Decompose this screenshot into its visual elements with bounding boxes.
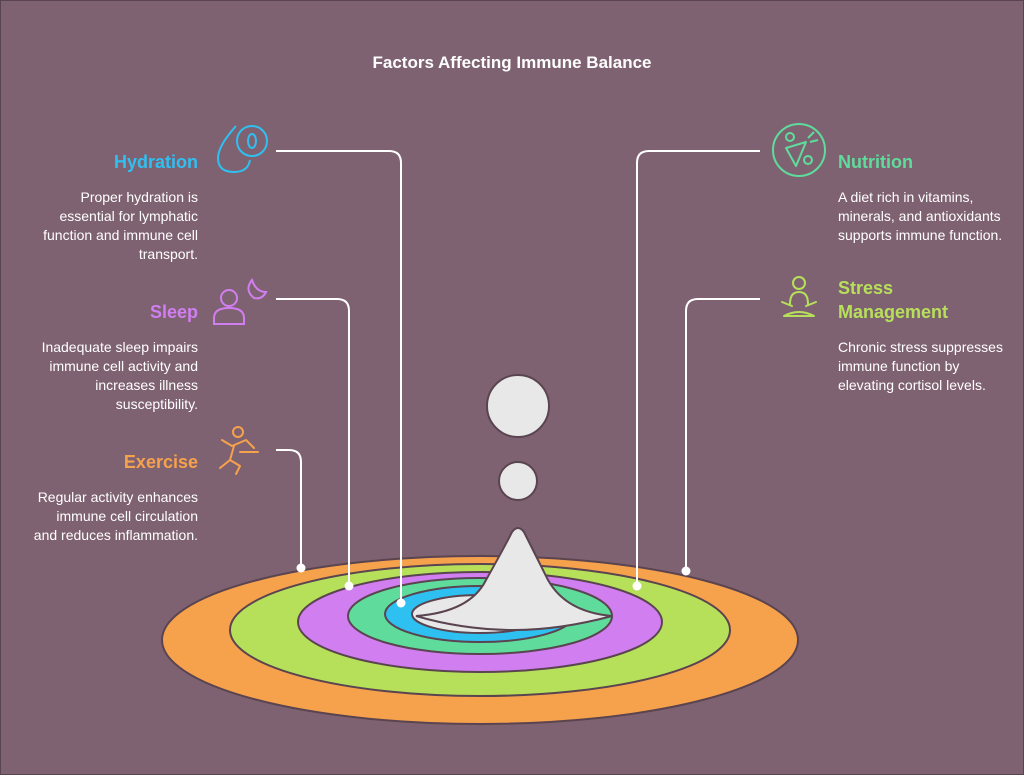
sleep-description: Inadequate sleep impairs immune cell act… (41, 339, 198, 412)
connector-hydration (276, 150, 402, 603)
dot-exercise (296, 563, 306, 573)
exercise-description: Regular activity enhances immune cell ci… (33, 489, 198, 543)
sleeping-person-moon-icon (213, 277, 268, 325)
drop-large (486, 374, 550, 438)
connector-lines (276, 150, 760, 603)
water-drop-icon (216, 125, 268, 174)
dot-nutrition (632, 581, 642, 591)
connector-dots (296, 563, 691, 608)
connector-stress (685, 298, 760, 571)
connector-sleep (276, 298, 350, 586)
connector-exercise (276, 449, 302, 568)
nutrition-description: A diet rich in vitamins, minerals, and a… (838, 189, 1003, 243)
splash-peak (415, 527, 613, 632)
stress-description: Chronic stress suppresses immune functio… (838, 339, 1003, 393)
running-person-icon (219, 426, 259, 475)
vegetables-icon (772, 123, 826, 177)
ripple-rings (161, 555, 799, 725)
dot-stress (681, 566, 691, 576)
hydration-heading: Hydration (113, 152, 198, 172)
sleep-heading: Sleep (149, 302, 198, 322)
page-title: Factors Affecting Immune Balance (372, 53, 652, 72)
dot-hydration (396, 598, 406, 608)
stress-heading: Stress Management (838, 278, 949, 322)
meditation-icon (781, 276, 817, 317)
hydration-description: Proper hydration is essential for lympha… (43, 189, 198, 262)
nutrition-heading: Nutrition (838, 152, 913, 172)
dot-sleep (344, 581, 354, 591)
exercise-heading: Exercise (123, 452, 198, 472)
drop-small (498, 461, 538, 501)
connector-nutrition (636, 150, 760, 586)
